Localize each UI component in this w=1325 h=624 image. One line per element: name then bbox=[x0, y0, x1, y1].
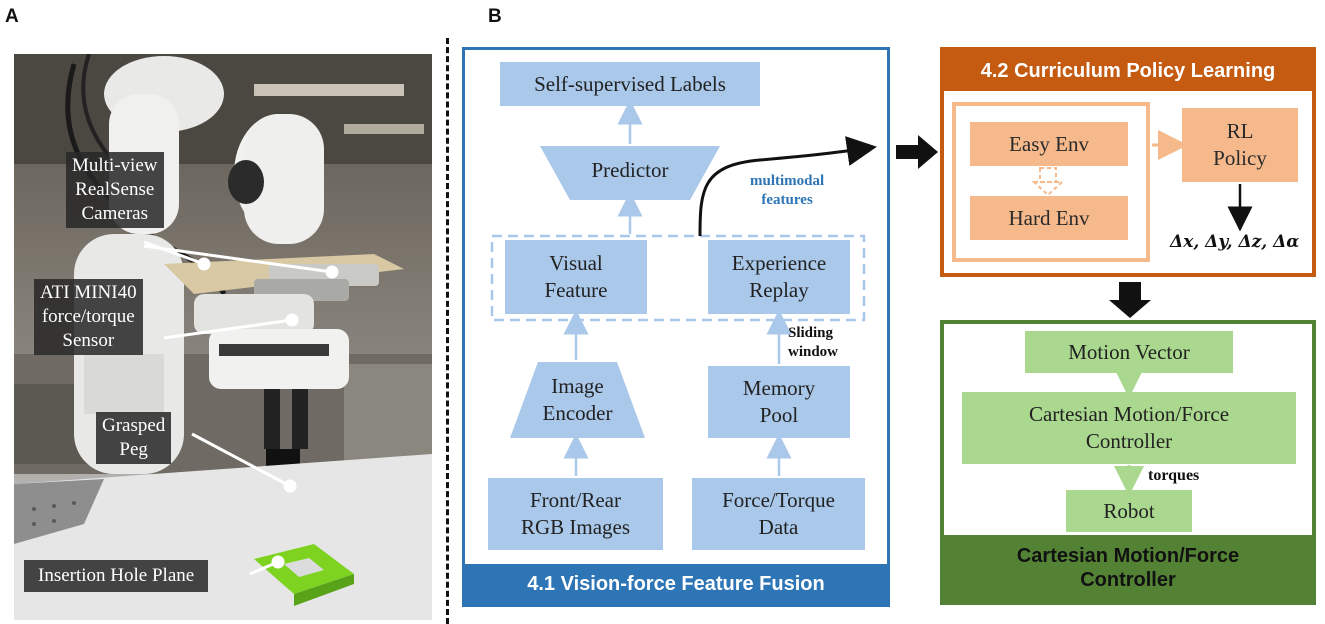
self-supervised-labels-box: Self-supervised Labels bbox=[500, 62, 760, 106]
env-group-frame bbox=[952, 102, 1150, 262]
memory-pool-box: Memory Pool bbox=[708, 366, 850, 438]
callout-hole: Insertion Hole Plane bbox=[24, 560, 209, 592]
curriculum-frame: 4.2 Curriculum Policy Learning bbox=[940, 47, 1316, 277]
force-data-box: Force/Torque Data bbox=[692, 478, 865, 550]
fusion-title: 4.1 Vision-force Feature Fusion bbox=[465, 564, 887, 604]
easy-env-box: Easy Env bbox=[970, 122, 1128, 166]
rgb-images-box: Front/Rear RGB Images bbox=[488, 478, 663, 550]
motion-vector-box: Motion Vector bbox=[1025, 331, 1233, 373]
rl-policy-box: RL Policy bbox=[1182, 108, 1298, 182]
action-deltas: Δx, Δy, Δz, Δα bbox=[1170, 232, 1300, 252]
predictor-label: Predictor bbox=[591, 157, 669, 182]
experience-replay-box: Experience Replay bbox=[708, 240, 850, 314]
panel-divider bbox=[446, 38, 449, 624]
callout-sensor: ATI MINI40 force/torque Sensor bbox=[34, 279, 143, 355]
fusion-frame: 4.1 Vision-force Feature Fusion bbox=[462, 47, 890, 607]
torques-note: torques bbox=[1148, 467, 1200, 484]
callout-cameras: Multi-view RealSense Cameras bbox=[66, 152, 164, 228]
callout-peg: Grasped Peg bbox=[96, 412, 172, 464]
controller-title: Cartesian Motion/Force Controller bbox=[944, 535, 1312, 601]
controller-frame: Cartesian Motion/Force Controller bbox=[940, 320, 1316, 605]
panel-b-letter: B bbox=[488, 6, 502, 27]
predictor-shape bbox=[540, 146, 720, 200]
hard-env-box: Hard Env bbox=[970, 196, 1128, 240]
robot-box: Robot bbox=[1066, 490, 1192, 532]
multimodal-features-note: multimodal features bbox=[750, 173, 825, 208]
robot-photo: Multi-view RealSense Cameras ATI MINI40 … bbox=[14, 54, 432, 620]
curriculum-title: 4.2 Curriculum Policy Learning bbox=[944, 51, 1312, 91]
panel-a-letter: A bbox=[5, 6, 19, 27]
callout-leaders bbox=[143, 240, 339, 576]
sliding-window-note: Sliding window bbox=[788, 325, 839, 360]
image-encoder-label: Image Encoder bbox=[542, 374, 613, 425]
cartesian-controller-box: Cartesian Motion/Force Controller bbox=[962, 392, 1296, 464]
image-encoder-shape bbox=[510, 362, 645, 438]
visual-feature-box: Visual Feature bbox=[505, 240, 647, 314]
